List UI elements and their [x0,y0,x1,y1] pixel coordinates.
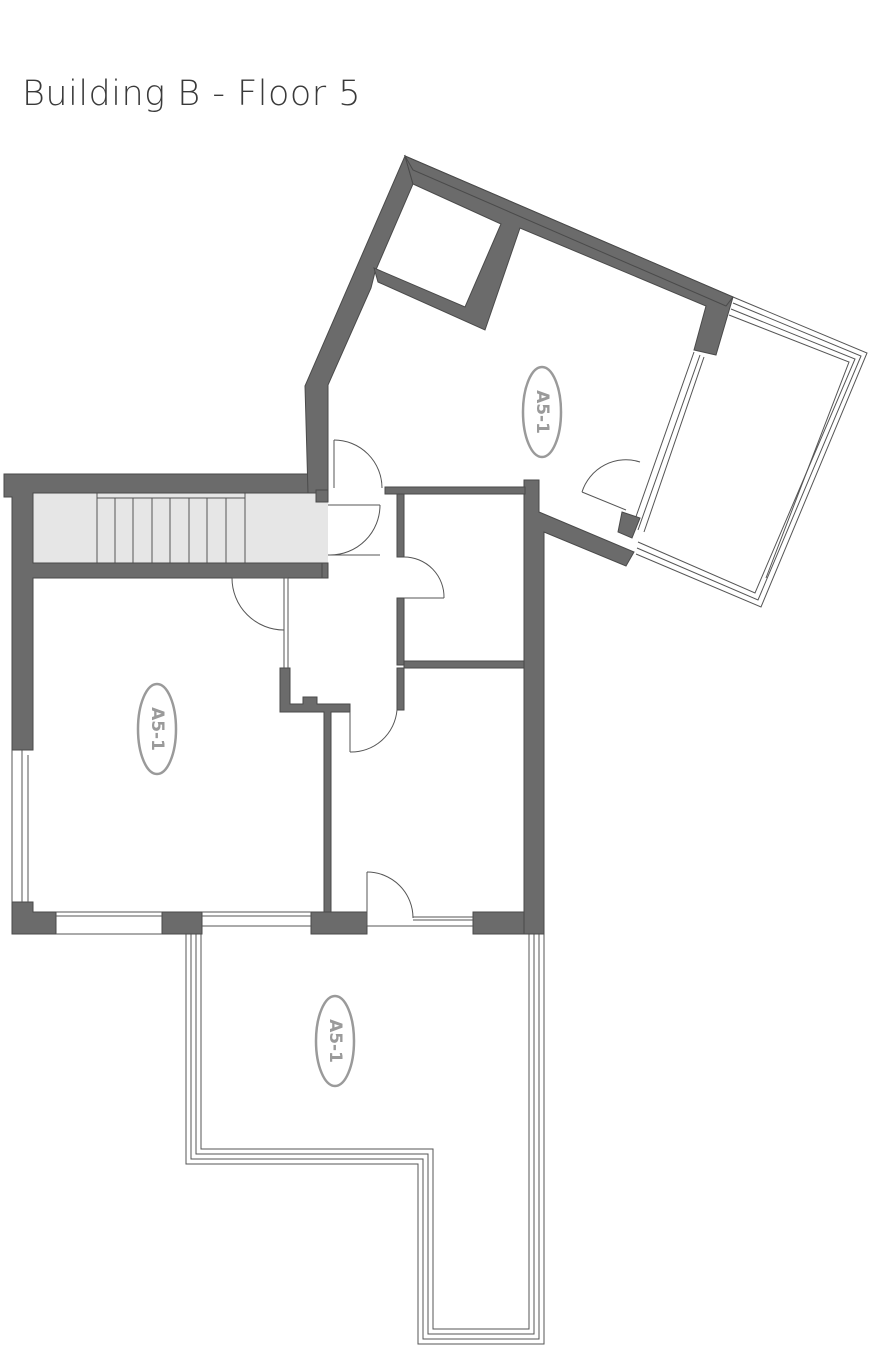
staircase [33,492,328,564]
page-title: Building B - Floor 5 [22,74,362,114]
terrace-outline [185,934,545,1345]
unit-label-text: A5-1 [325,1019,345,1063]
walls [3,154,734,935]
unit-label-main: A5-1 [136,682,178,776]
unit-label-upper: A5-1 [521,365,563,459]
windows [11,750,473,935]
unit-label-terrace: A5-1 [314,994,356,1088]
unit-label-text: A5-1 [532,390,552,434]
unit-label-text: A5-1 [147,707,167,751]
doors [231,439,641,926]
balcony-outline [631,296,868,608]
